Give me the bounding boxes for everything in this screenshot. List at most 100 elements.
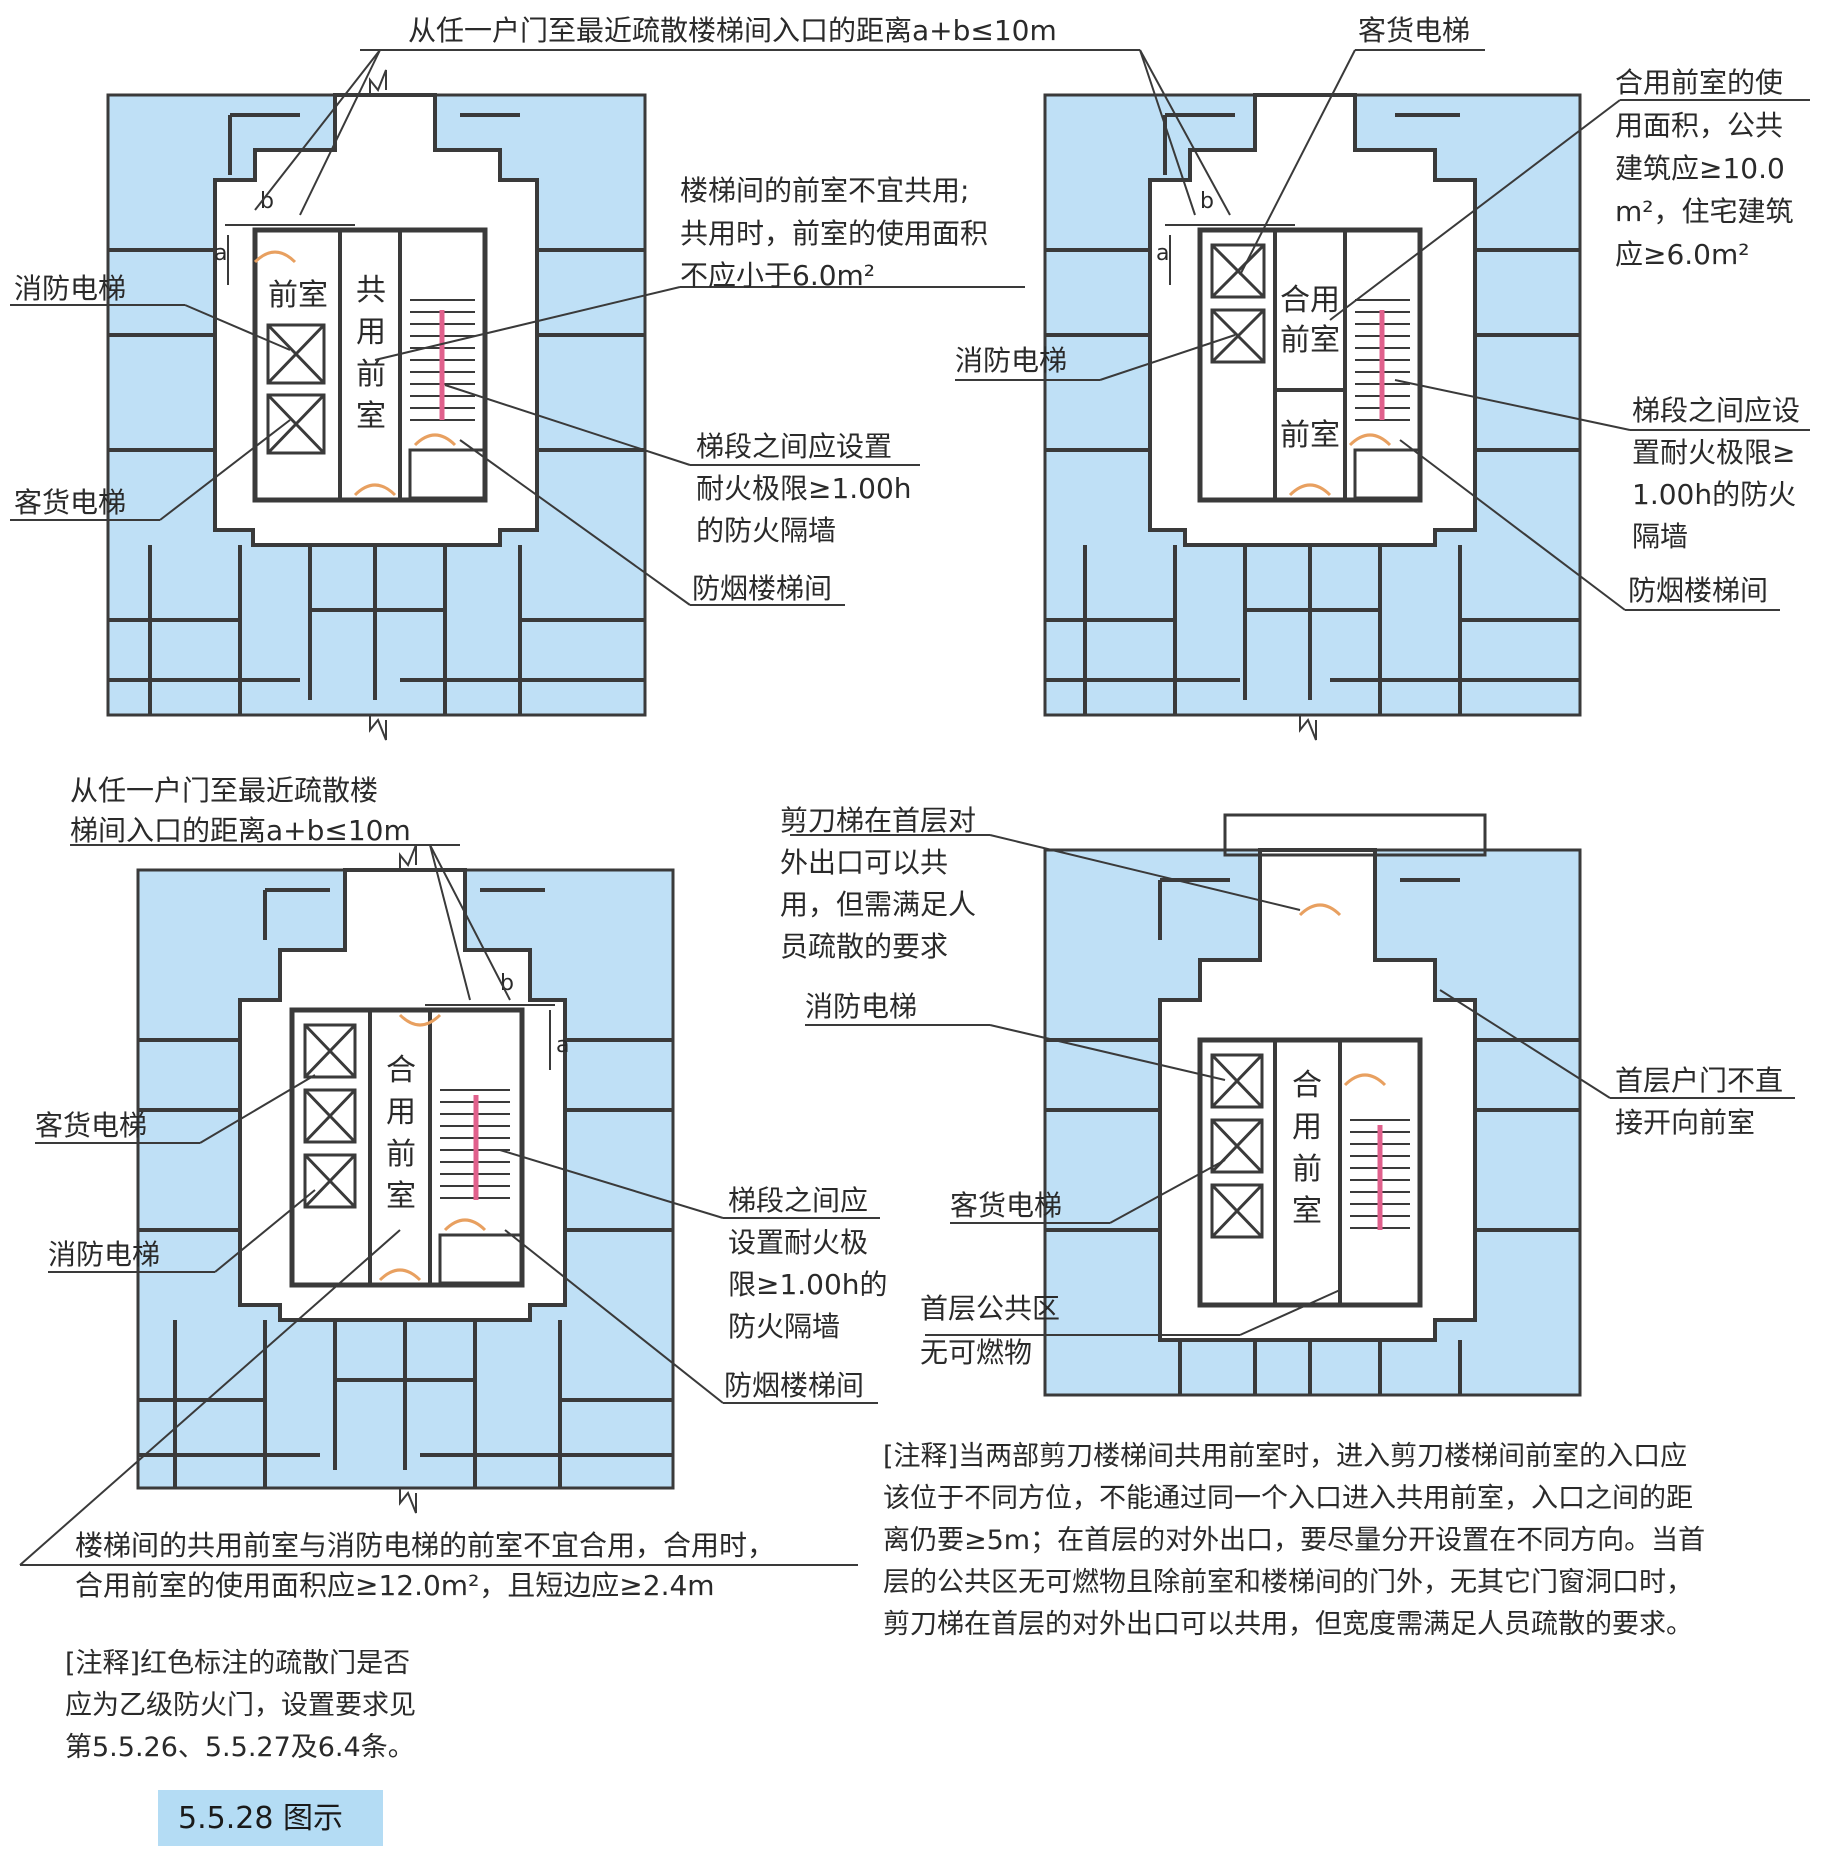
door-swing-icon (1298, 903, 1342, 917)
fire-elevator-label: 消防电梯 (805, 990, 917, 1023)
scissor-stair-note: [注释]当两部剪刀楼梯间共用前室时，进入剪刀楼梯间前室的入口应 该位于不同方位，… (883, 1441, 1705, 1640)
plan-1: b a 前室 共 用 前 室 从任一户门至最近疏散楼梯间入口的距离a+b≤10m… (10, 14, 1140, 717)
room-shared-1: 共 (356, 273, 386, 308)
elevator-cross-icon (266, 323, 326, 385)
dimension-a: a (1156, 241, 1169, 266)
scissor-note-2: 该位于不同方位，不能通过同一个入口进入共用前室，入口之间的距 (883, 1483, 1693, 1514)
plan-4: 合 用 前 室 剪刀梯在首层对 外出口可以共 用，但需满足人 员疏散的要求 消防… (780, 804, 1795, 1397)
dimension-a: a (214, 241, 227, 266)
red-note-3: 第5.5.26、5.5.27及6.4条。 (65, 1732, 415, 1763)
plan-1-leaders (10, 49, 1140, 606)
area-note-4: m²，住宅建筑 (1615, 195, 1794, 228)
door-swing-icon (398, 1013, 442, 1027)
plan-2: b a 合用 前室 前室 客货电梯 合用前室的使 用面积，公共 建筑应≥10.0… (955, 14, 1810, 717)
freight-elevator-label: 客货电梯 (14, 486, 126, 519)
plan-4-leaders (790, 834, 1795, 1336)
plan-3-leaders (19, 844, 880, 1566)
room-combined-2: 用 (386, 1095, 416, 1130)
door-swing-icon (253, 250, 297, 264)
room-combined-1: 合用 (1280, 283, 1340, 318)
elevator-cross-icon (303, 1023, 357, 1079)
room-front: 前室 (1280, 418, 1340, 453)
fire-wall-note-4: 防火隔墙 (728, 1310, 840, 1343)
plan-1-partitions (108, 113, 645, 715)
room-combined-2: 用 (1292, 1110, 1322, 1145)
plan-2-core (1197, 227, 1423, 503)
exit-note-1: 剪刀梯在首层对 (780, 804, 976, 837)
elevator-cross-icon (1210, 1183, 1264, 1239)
room-combined-4: 室 (1292, 1194, 1322, 1229)
smoke-stair-label: 防烟楼梯间 (692, 572, 832, 605)
fire-wall-note-3: 1.00h的防火 (1632, 478, 1796, 511)
red-note-2: 应为乙级防火门，设置要求见 (65, 1690, 416, 1721)
fire-wall-note-1: 梯段之间应设 (1632, 394, 1800, 427)
door-swing-icon (378, 1268, 422, 1282)
freight-elevator-label: 客货电梯 (950, 1189, 1062, 1222)
fire-wall-note-2: 耐火极限≥1.00h (696, 472, 912, 505)
room-front: 前室 (268, 278, 328, 313)
scissor-note-3: 离仍要≥5m；在首层的对外出口，要尽量分开设置在不同方向。当首 (883, 1525, 1705, 1556)
freight-elevator-label: 客货电梯 (1358, 14, 1470, 47)
fire-wall-note-3: 的防火隔墙 (696, 514, 836, 547)
exit-note-2: 外出口可以共 (780, 846, 948, 879)
fire-wall-note-4: 隔墙 (1632, 520, 1688, 553)
elevator-cross-icon (1210, 243, 1266, 299)
fire-wall-note-1: 梯段之间应设置 (696, 430, 892, 463)
area-note-2: 用面积，公共 (1615, 109, 1783, 142)
combined-note-1: 楼梯间的共用前室与消防电梯的前室不宜合用，合用时， (75, 1529, 775, 1562)
plan-3-core (289, 1007, 525, 1288)
plan-4-partitions (1045, 878, 1580, 1395)
room-combined-4: 室 (386, 1179, 416, 1214)
shared-front-note-2: 共用时，前室的使用面积 (680, 217, 988, 250)
distance-note-2: 梯间入口的距离a+b≤10m (70, 814, 411, 847)
distance-note-1: 从任一户门至最近疏散楼 (70, 774, 378, 807)
smoke-stair-label: 防烟楼梯间 (1628, 574, 1768, 607)
room-combined-3: 前 (1292, 1152, 1322, 1187)
area-note-5: 应≥6.0m² (1615, 238, 1750, 271)
plan-3: b a 合 用 前 室 从任一户门至最近疏散楼 梯间入口的距离a+b≤10m 客… (19, 774, 888, 1602)
door-swing-icon (443, 1218, 487, 1232)
shared-front-note-1: 楼梯间的前室不宜共用; (680, 174, 969, 207)
room-combined-2: 前室 (1280, 323, 1340, 358)
room-combined-1: 合 (386, 1053, 416, 1088)
fire-elevator-label: 消防电梯 (955, 344, 1067, 377)
elevator-cross-icon (266, 393, 326, 455)
fire-wall-note-2: 设置耐火极 (728, 1226, 868, 1259)
room-combined-3: 前 (386, 1137, 416, 1172)
elevator-cross-icon (1210, 1053, 1264, 1109)
break-line-icon (369, 69, 1317, 1514)
room-combined-1: 合 (1292, 1068, 1322, 1103)
elevator-cross-icon (1210, 308, 1266, 364)
door-swing-icon (413, 433, 457, 447)
smoke-stair-label: 防烟楼梯间 (724, 1369, 864, 1402)
room-shared-3: 前 (356, 357, 386, 392)
red-door-note: [注释]红色标注的疏散门是否 应为乙级防火门，设置要求见 第5.5.26、5.5… (65, 1648, 416, 1763)
area-note-3: 建筑应≥10.0 (1615, 152, 1785, 185)
area-note-1: 合用前室的使 (1615, 66, 1783, 99)
door-note-2: 接开向前室 (1615, 1106, 1755, 1139)
fire-wall-note-1: 梯段之间应 (728, 1184, 868, 1217)
door-swing-icon (1343, 1073, 1387, 1087)
exit-note-4: 员疏散的要求 (780, 930, 948, 963)
fire-elevator-label: 消防电梯 (48, 1238, 160, 1271)
figure-caption: 5.5.28 图示 (178, 1801, 343, 1836)
scissor-note-5: 剪刀梯在首层的对外出口可以共用，但宽度需满足人员疏散的要求。 (883, 1609, 1693, 1640)
public-note-1: 首层公共区 (920, 1292, 1060, 1325)
public-note-2: 无可燃物 (920, 1336, 1032, 1369)
freight-elevator-label: 客货电梯 (35, 1109, 147, 1142)
door-swing-icon (1288, 483, 1332, 497)
dimension-b: b (260, 189, 274, 214)
scissor-note-4: 层的公共区无可燃物且除前室和楼梯间的门外，无其它门窗洞口时， (883, 1567, 1693, 1598)
red-note-1: [注释]红色标注的疏散门是否 (65, 1648, 410, 1679)
plan-2-leaders (955, 49, 1810, 611)
dimension-b: b (500, 971, 514, 996)
plan-1-core (252, 227, 488, 503)
elevator-cross-icon (303, 1088, 357, 1144)
exit-note-3: 用，但需满足人 (780, 888, 976, 921)
door-note-1: 首层户门不直 (1615, 1064, 1783, 1097)
fire-elevator-label: 消防电梯 (14, 272, 126, 305)
elevator-cross-icon (303, 1153, 357, 1209)
room-shared-2: 用 (356, 315, 386, 350)
door-swing-icon (353, 483, 397, 497)
